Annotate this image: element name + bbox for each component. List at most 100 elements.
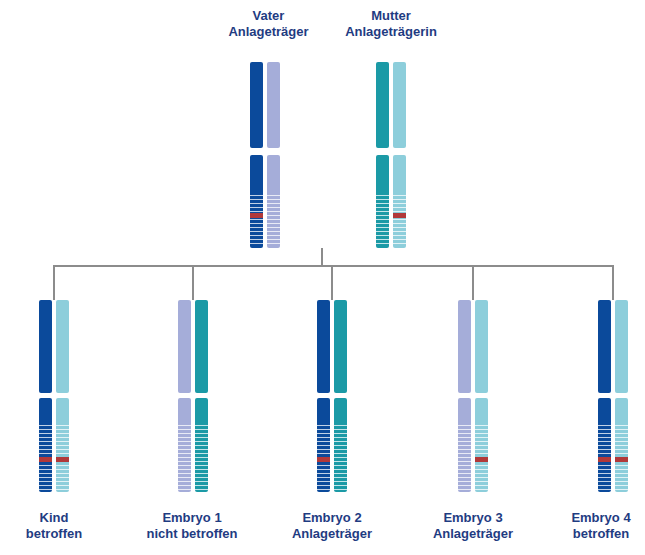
chromosome-band [317, 473, 330, 474]
chromosome-band [376, 223, 389, 224]
chromosome-arm [267, 155, 280, 248]
chromosome-band [334, 473, 347, 474]
chromosome-arm [317, 398, 330, 492]
chromosome-band [56, 469, 69, 470]
chromosome-band [393, 239, 406, 240]
chromosome [250, 62, 263, 248]
chromosome-band [598, 453, 611, 454]
chromosome-band [56, 477, 69, 478]
mutation-marker [317, 457, 330, 462]
parent-node: VaterAnlageträger [215, 8, 322, 248]
chromosome-band [56, 449, 69, 450]
chromosome-band [39, 453, 52, 454]
chromosome-band [39, 425, 52, 426]
chromosome-band [317, 477, 330, 478]
chromosome-band [458, 469, 471, 470]
chromosome-band [250, 235, 263, 236]
chromosome-band [195, 425, 208, 426]
chromosome-band [615, 425, 628, 426]
chromosome-band [475, 437, 488, 438]
carrier-status: Anlageträger [272, 526, 392, 542]
chromosome-band [334, 449, 347, 450]
chromosome-band [56, 489, 69, 490]
carrier-status: betroffen [8, 526, 100, 542]
chromosome-arm [334, 398, 347, 492]
chromosome-band [195, 449, 208, 450]
chromosome-band [195, 441, 208, 442]
mutation-marker [56, 457, 69, 462]
chromosome-band [615, 433, 628, 434]
chromosome-band [267, 239, 280, 240]
chromosome-band [39, 481, 52, 482]
chromosome [39, 300, 52, 492]
carrier-status: nicht betroffen [132, 526, 252, 542]
chromosome-band [195, 433, 208, 434]
chromosome-band [178, 485, 191, 486]
chromosome-band [475, 445, 488, 446]
chromosome-band [56, 429, 69, 430]
chromosome-band [317, 481, 330, 482]
chromosome-band [195, 473, 208, 474]
chromosome-band [458, 465, 471, 466]
chromosome-band [598, 477, 611, 478]
chromosome-band [475, 473, 488, 474]
node-title: Embryo 2 [272, 510, 392, 526]
chromosome-band [178, 449, 191, 450]
chromosome-arm [250, 155, 263, 248]
chromosome-band [195, 457, 208, 458]
chromosome-band [615, 485, 628, 486]
carrier-status: Anlageträger [413, 526, 533, 542]
chromosome-band [376, 243, 389, 244]
chromosome-band [250, 195, 263, 196]
chromosome-band [475, 469, 488, 470]
chromosome-pair [215, 62, 322, 248]
chromosome-band [178, 429, 191, 430]
chromosome-band [615, 481, 628, 482]
chromosome-band [195, 461, 208, 462]
chromosome-band [334, 469, 347, 470]
chromosome-band [458, 485, 471, 486]
node-title: Mutter [322, 8, 460, 24]
chromosome-band [250, 243, 263, 244]
chromosome-arm [376, 62, 389, 148]
chromosome-band [317, 445, 330, 446]
chromosome-band [39, 437, 52, 438]
chromosome-pair [8, 300, 100, 492]
chromosome-band [334, 489, 347, 490]
chromosome-arm [458, 300, 471, 393]
chromosome-band [376, 231, 389, 232]
chromosome [267, 62, 280, 248]
chromosome-band [178, 473, 191, 474]
chromosome-band [475, 429, 488, 430]
chromosome-band [615, 469, 628, 470]
node-label: MutterAnlageträgerin [322, 8, 460, 40]
chromosome-band [475, 481, 488, 482]
chromosome-band [376, 203, 389, 204]
chromosome-band [56, 473, 69, 474]
chromosome-band [250, 203, 263, 204]
chromosome-band [178, 457, 191, 458]
inheritance-line [322, 248, 613, 300]
carrier-status: betroffen [562, 526, 640, 542]
chromosome-band [317, 489, 330, 490]
chromosome-band [317, 437, 330, 438]
chromosome-band [598, 441, 611, 442]
chromosome-band [56, 433, 69, 434]
chromosome-arm [39, 300, 52, 393]
chromosome-band [475, 425, 488, 426]
chromosome-band [458, 453, 471, 454]
chromosome-band [615, 445, 628, 446]
chromosome-band [56, 485, 69, 486]
chromosome-arm [475, 300, 488, 393]
chromosome-band [56, 445, 69, 446]
chromosome [195, 300, 208, 492]
chromosome-band [334, 481, 347, 482]
chromosome-band [458, 489, 471, 490]
chromosome-band [334, 441, 347, 442]
chromosome-band [317, 453, 330, 454]
chromosome-arm [250, 62, 263, 148]
chromosome-band [334, 453, 347, 454]
inheritance-line [193, 248, 322, 300]
chromosome-band [393, 211, 406, 212]
chromosome-band [598, 465, 611, 466]
